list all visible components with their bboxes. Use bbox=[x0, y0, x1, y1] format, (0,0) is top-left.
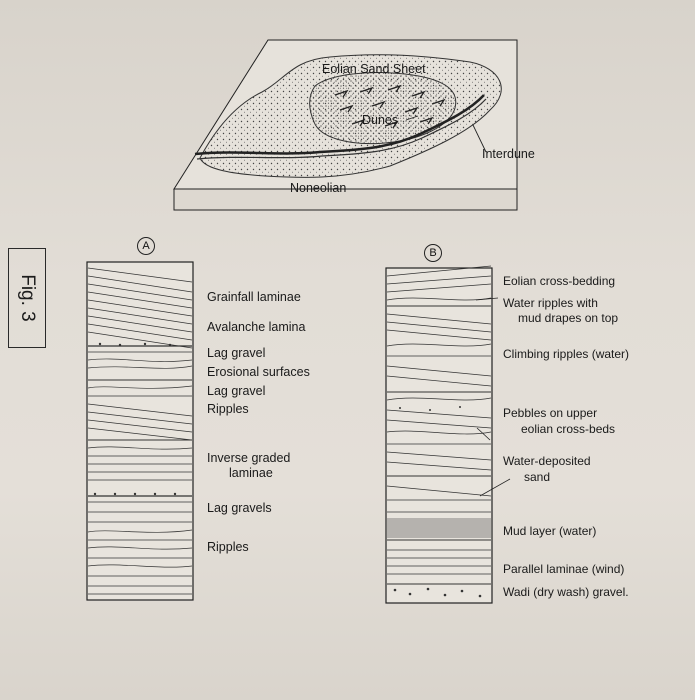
label-a-erosional: Erosional surfaces bbox=[207, 365, 310, 379]
label-a-inverse-graded: Inverse graded bbox=[207, 451, 291, 465]
label-a-lag-gravel-1: Lag gravel bbox=[207, 346, 266, 360]
label-a-lag-gravels: Lag gravels bbox=[207, 501, 272, 515]
label-b-wadi-gravel: Wadi (dry wash) gravel. bbox=[503, 585, 629, 599]
label-b-eolian-cross-bedding: Eolian cross-bedding bbox=[503, 274, 616, 288]
label-b-pebbles: Pebbles on upper bbox=[503, 406, 598, 420]
label-b-mud-drapes: mud drapes on top bbox=[518, 311, 619, 325]
label-b-climbing-ripples: Climbing ripples (water) bbox=[503, 347, 630, 361]
figure-label-box: Fig. 3 bbox=[8, 248, 46, 348]
label-a-ripples-1: Ripples bbox=[207, 402, 249, 416]
label-a-lag-gravel-2: Lag gravel bbox=[207, 384, 266, 398]
label-a-grainfall: Grainfall laminae bbox=[207, 290, 301, 304]
label-b-parallel-laminae: Parallel laminae (wind) bbox=[503, 562, 625, 576]
label-b-eolian-cross-beds: eolian cross-beds bbox=[521, 422, 616, 436]
dunes-label: Dunes bbox=[362, 113, 399, 127]
label-b-sand: sand bbox=[524, 470, 551, 484]
marker-b: B bbox=[424, 244, 442, 262]
eolian-sand-sheet-label: Eolian Sand Sheet bbox=[322, 62, 426, 76]
label-b-mud-layer: Mud layer (water) bbox=[503, 524, 597, 538]
interdune-label: Interdune bbox=[482, 147, 535, 161]
label-b-water-deposited: Water-deposited bbox=[503, 454, 591, 468]
noneolian-label: Noneolian bbox=[290, 181, 347, 195]
label-b-water-ripples: Water ripples with bbox=[503, 296, 598, 310]
label-a-ripples-2: Ripples bbox=[207, 540, 249, 554]
label-a-avalanche: Avalanche lamina bbox=[207, 320, 306, 334]
marker-a: A bbox=[137, 237, 155, 255]
label-a-laminae: laminae bbox=[229, 466, 273, 480]
